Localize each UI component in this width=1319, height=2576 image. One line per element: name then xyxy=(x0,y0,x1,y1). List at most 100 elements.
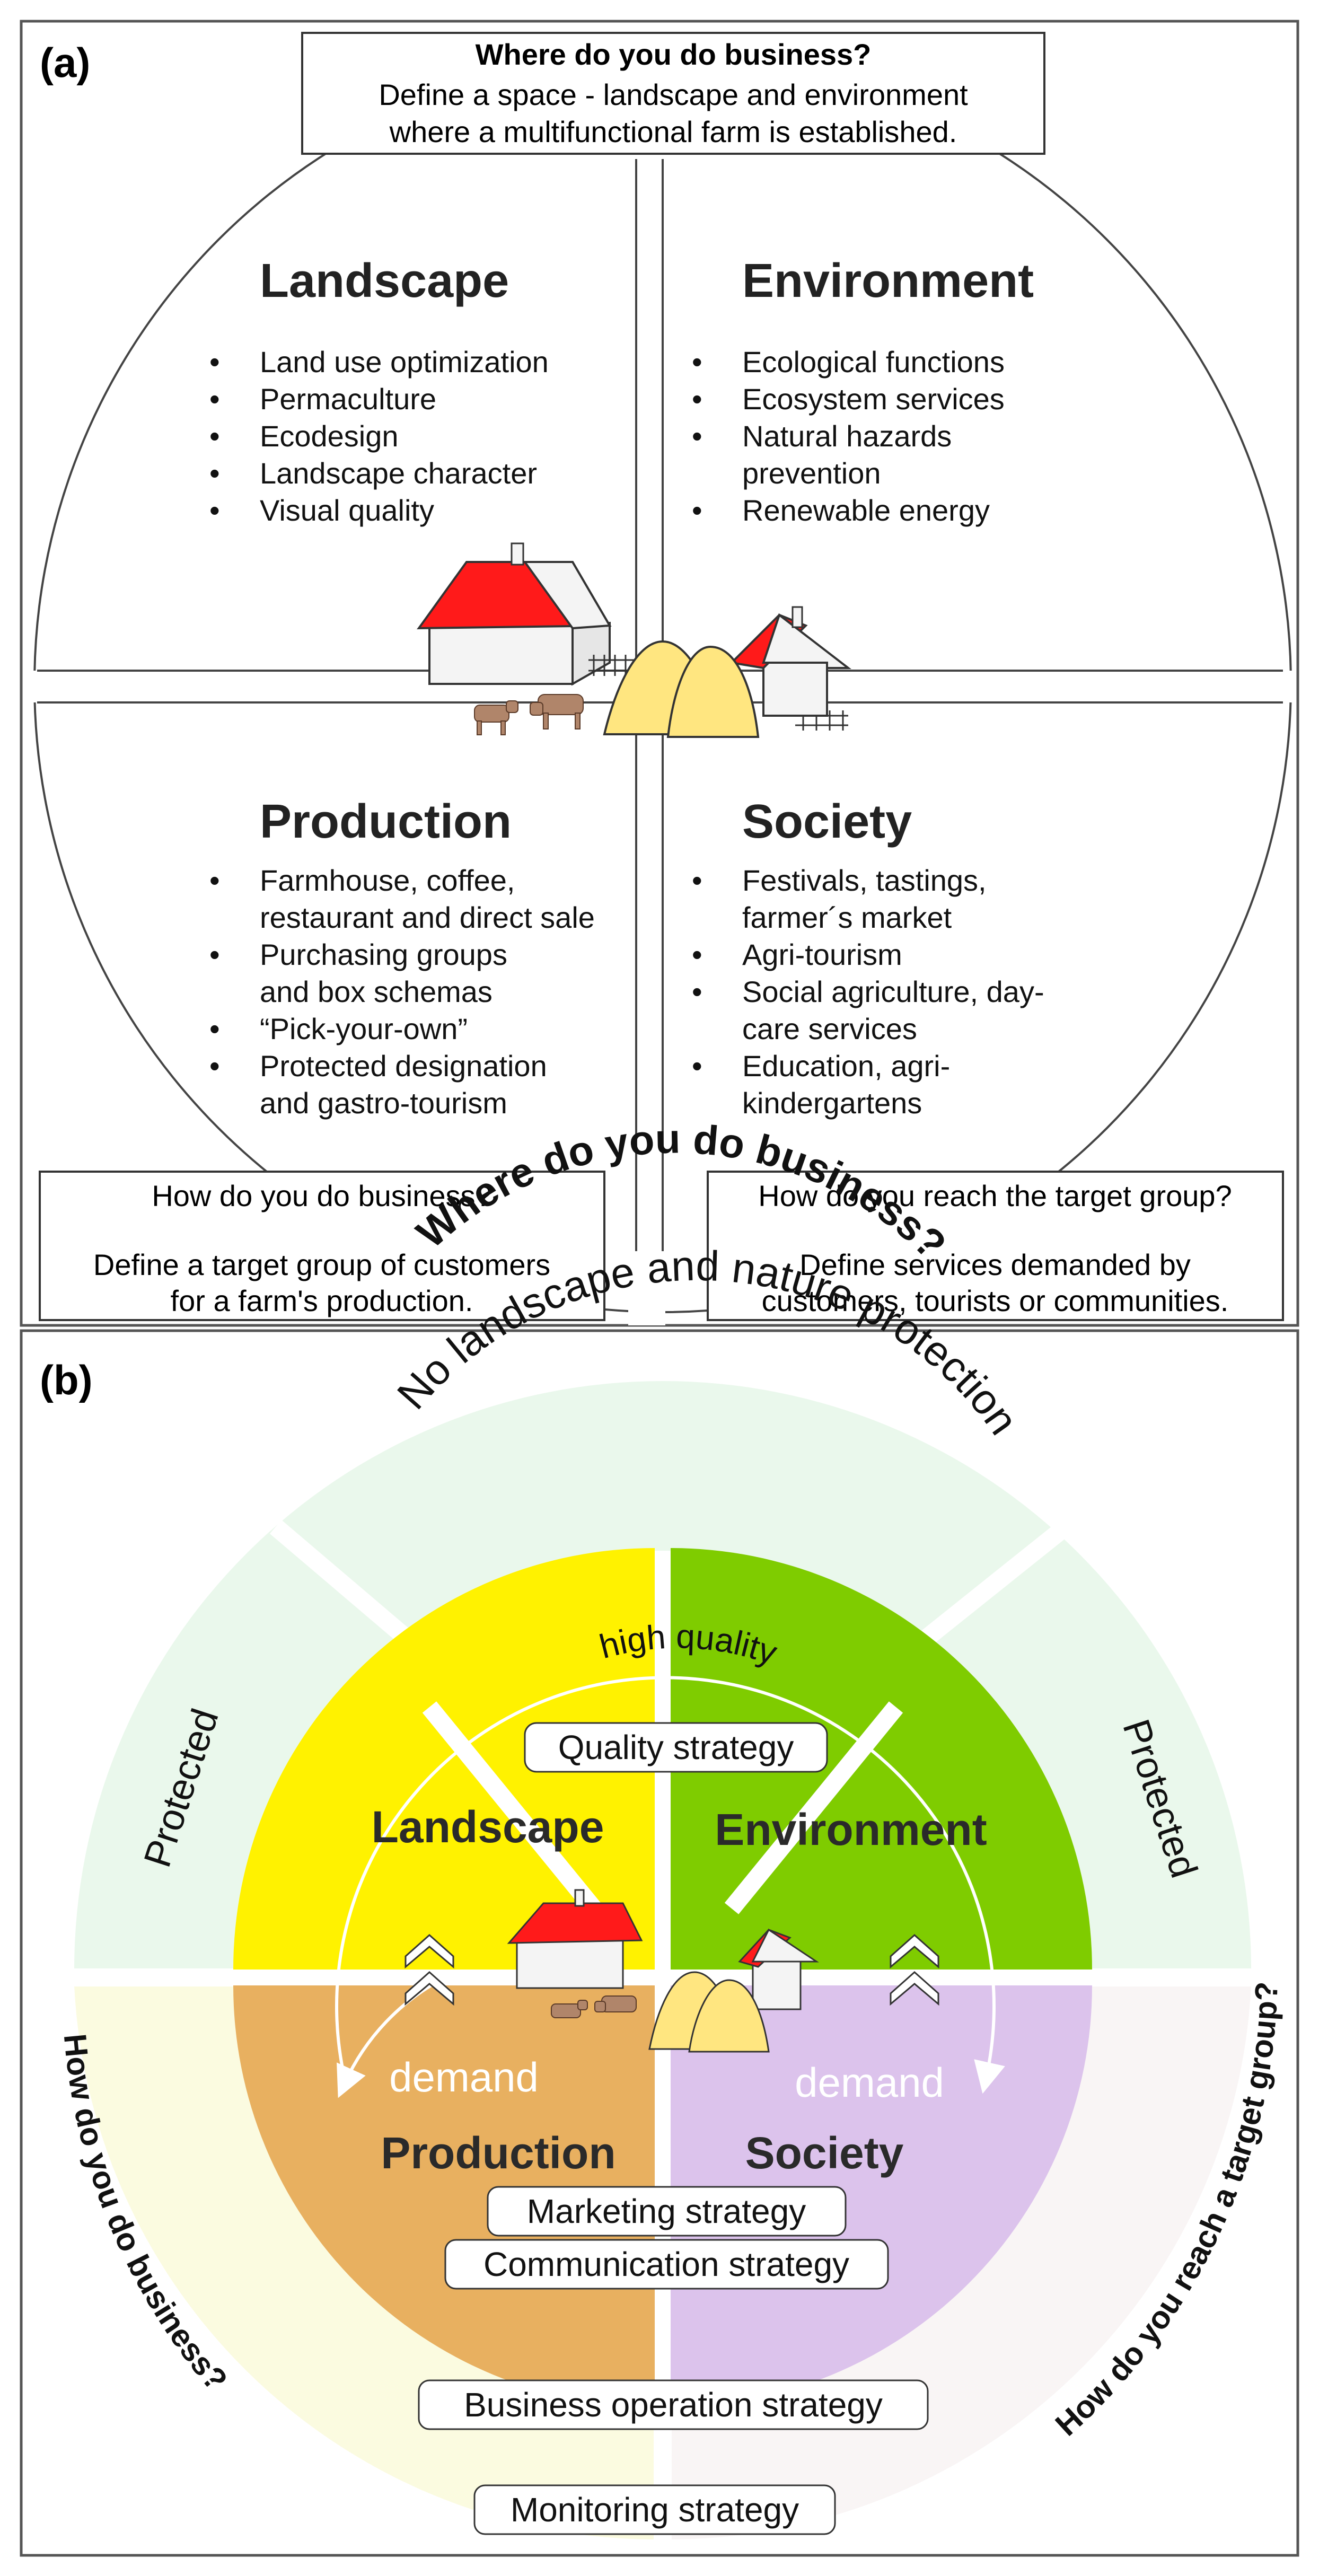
cow-head xyxy=(506,700,518,713)
landscape-item: Visual quality xyxy=(260,494,434,527)
cow-head xyxy=(577,2000,588,2010)
marketing-strategy-box xyxy=(487,2186,847,2237)
small-house-gable xyxy=(751,1928,819,1963)
business-operation-strategy-box xyxy=(418,2379,929,2430)
house-wall xyxy=(428,625,574,685)
society-item: Social agriculture, day- xyxy=(742,975,1044,1008)
environment-item: Ecosystem services xyxy=(742,382,1005,416)
bullet: • xyxy=(209,382,220,416)
demand-left-label: demand xyxy=(389,2054,539,2100)
bullet: • xyxy=(692,382,702,416)
chevron-up-icon xyxy=(890,1971,939,2006)
top-question-box xyxy=(301,32,1045,155)
arrow-left-down xyxy=(337,1976,446,2098)
landscape-item: Permaculture xyxy=(260,382,436,416)
reach-box-line2: Define services demanded by xyxy=(799,1248,1191,1281)
house-wall xyxy=(516,1939,624,1989)
demand-right-label: demand xyxy=(795,2059,944,2106)
chevron-up-icon xyxy=(890,1933,939,1969)
chevron-up-icon xyxy=(405,1933,454,1969)
environment-title: Environment xyxy=(742,254,1034,307)
bullet: • xyxy=(209,1049,220,1083)
reach-box-line1: How do you reach the target group? xyxy=(758,1179,1232,1212)
bullet: • xyxy=(209,1012,220,1045)
cows xyxy=(474,694,584,735)
cows xyxy=(551,1995,637,2018)
house-gable xyxy=(523,561,612,630)
how-do-business-box xyxy=(39,1171,605,1321)
chimney xyxy=(511,542,524,566)
society-title: Society xyxy=(742,795,912,848)
production-title: Production xyxy=(260,795,512,848)
landscape-item: Landscape character xyxy=(260,456,537,490)
bullet: • xyxy=(209,494,220,527)
haystack xyxy=(688,1979,770,2053)
business-operation-strategy-label: Business operation strategy xyxy=(464,2386,883,2424)
environment-item: Renewable energy xyxy=(742,494,990,527)
society-item: Festivals, tastings, xyxy=(742,864,987,897)
production-item: Farmhouse, coffee, xyxy=(260,864,515,897)
production-item: and gastro-tourism xyxy=(260,1086,507,1120)
landscape-cut xyxy=(422,1701,601,1914)
cow xyxy=(601,1995,637,2012)
landscape-item: Ecodesign xyxy=(260,419,399,453)
how-box-line3: for a farm's production. xyxy=(171,1284,473,1317)
society-list: • Festivals, tastings, farmer´s market •… xyxy=(692,864,1044,1120)
bullet: • xyxy=(209,456,220,490)
panel-b-label: (b) xyxy=(40,1357,93,1403)
panel-a-label: (a) xyxy=(40,39,90,86)
marketing-strategy-label: Marketing strategy xyxy=(527,2192,806,2230)
society-item: farmer´s market xyxy=(742,901,952,934)
reach-target-box xyxy=(707,1171,1284,1321)
how-box-line2: Define a target group of customers xyxy=(93,1248,550,1281)
cow-head xyxy=(530,702,543,716)
environment-cut xyxy=(724,1701,903,1914)
panel-b: (b) Where do you do business? No landsca… xyxy=(20,1115,1299,2557)
landscape-label: Landscape xyxy=(372,1802,604,1852)
bullet: • xyxy=(692,494,702,527)
bullet: • xyxy=(209,419,220,453)
cow-leg xyxy=(543,713,549,729)
environment-item: Natural hazards xyxy=(742,419,952,453)
bullet: • xyxy=(692,345,702,379)
bullet: • xyxy=(209,345,220,379)
cow-head xyxy=(594,2001,606,2012)
farm-illustration-a xyxy=(417,542,851,738)
cow-leg xyxy=(477,720,482,735)
bullet: • xyxy=(209,938,220,971)
society-item: Education, agri- xyxy=(742,1049,950,1083)
landscape-title: Landscape xyxy=(260,254,509,307)
house-roof xyxy=(507,1902,643,1944)
landscape-list: • Land use optimization • Permaculture •… xyxy=(209,345,549,527)
monitoring-strategy-box xyxy=(473,2484,836,2535)
panel-a: (a) Where do you do business? Define a s… xyxy=(20,20,1299,1327)
cow xyxy=(474,705,509,723)
chevron-up-icon xyxy=(405,1971,454,2006)
cow-leg xyxy=(500,720,506,735)
environment-label: Environment xyxy=(715,1805,987,1854)
small-house-gable xyxy=(762,613,851,669)
cow-leg xyxy=(575,713,581,729)
small-house-wall xyxy=(762,662,828,717)
cow xyxy=(538,694,584,715)
communication-strategy-box xyxy=(444,2239,889,2290)
how-box-line1: How do you do business? xyxy=(152,1179,491,1212)
farm-illustration-b xyxy=(507,1889,819,2053)
top-box-title: Where do you do business? xyxy=(476,38,872,71)
bullet: • xyxy=(692,1049,702,1083)
production-item: and box schemas xyxy=(260,975,493,1008)
production-item: restaurant and direct sale xyxy=(260,901,595,934)
production-item: Purchasing groups xyxy=(260,938,507,971)
ring-green-top xyxy=(74,1381,1251,1970)
environment-list: • Ecological functions • Ecosystem servi… xyxy=(692,345,1005,527)
haystack xyxy=(666,645,760,738)
quality-strategy-label: Quality strategy xyxy=(558,1728,794,1766)
circular-arrow xyxy=(335,1676,1005,2094)
landscape-item: Land use optimization xyxy=(260,345,549,379)
reach-box-line3: customers, tourists or communities. xyxy=(762,1284,1229,1317)
bullet: • xyxy=(692,938,702,971)
bullet: • xyxy=(692,975,702,1008)
small-chimney xyxy=(792,606,803,628)
chimney xyxy=(574,1889,585,1907)
communication-strategy-label: Communication strategy xyxy=(483,2245,849,2283)
